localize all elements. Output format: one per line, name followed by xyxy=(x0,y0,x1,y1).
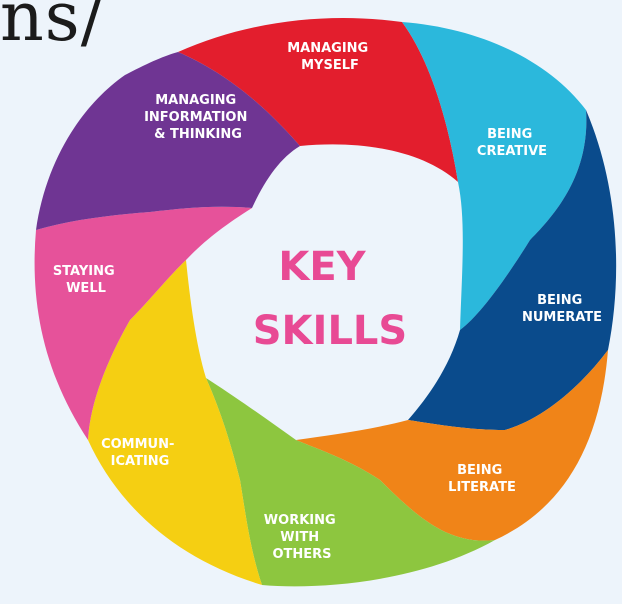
segment-labels: MANAGING MYSELF BEING CREATIVE BEING NUM… xyxy=(53,41,602,562)
label-staying-well: STAYING WELL xyxy=(53,264,119,296)
label-being-creative: BEING CREATIVE xyxy=(477,127,547,159)
segments xyxy=(34,17,617,587)
segment-staying-well[interactable] xyxy=(34,206,253,440)
label-working-with-others: WORKING WITH OTHERS xyxy=(264,513,340,562)
segment-being-numerate[interactable] xyxy=(408,110,617,430)
label-being-literate: BEING LITERATE xyxy=(448,463,516,495)
heading-fragment: ns/ xyxy=(0,0,105,57)
label-being-numerate: BEING NUMERATE xyxy=(522,293,602,325)
segment-working-with-others[interactable] xyxy=(206,378,495,587)
label-communicating: COMMUN- ICATING xyxy=(101,437,179,469)
segment-being-creative[interactable] xyxy=(402,22,587,330)
segment-communicating[interactable] xyxy=(88,260,262,585)
center-title-line-1: KEY xyxy=(278,244,366,290)
center-title-line-2: SKILLS xyxy=(253,308,407,354)
label-managing-information-thinking: MANAGING INFORMATION & THINKING xyxy=(144,93,252,142)
segment-managing-myself[interactable] xyxy=(178,17,458,182)
segment-being-literate[interactable] xyxy=(296,350,608,541)
label-managing-myself: MANAGING MYSELF xyxy=(287,41,373,73)
segment-managing-information-thinking[interactable] xyxy=(36,52,300,230)
center-title: KEY SKILLS xyxy=(253,244,407,354)
